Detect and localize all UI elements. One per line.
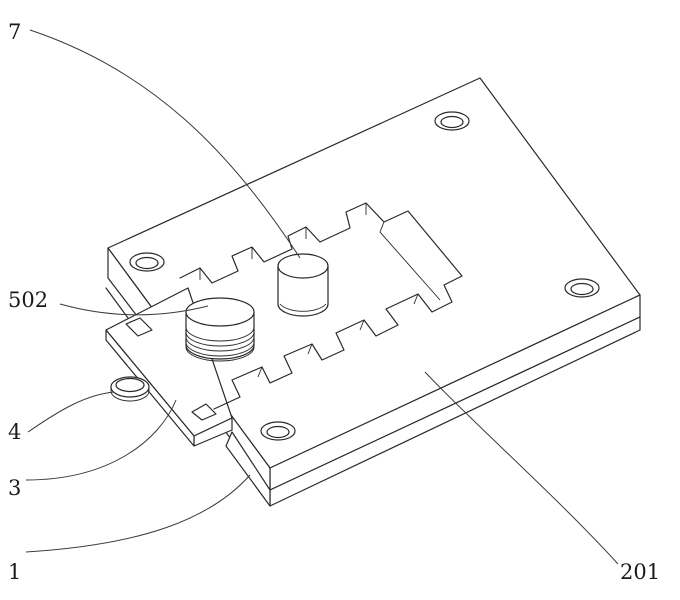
label-4: 4	[8, 420, 22, 444]
label-7: 7	[8, 20, 22, 44]
recess-channel	[179, 202, 463, 410]
label-502: 502	[8, 288, 49, 312]
label-1: 1	[8, 560, 22, 584]
bolt-holes	[129, 111, 600, 441]
cylinder-7	[277, 253, 329, 317]
ring-4	[110, 376, 150, 402]
label-3: 3	[8, 476, 22, 500]
leader-lines	[25, 29, 619, 565]
label-201: 201	[620, 560, 661, 584]
stacked-cylinder-502	[185, 297, 255, 362]
base-plate	[105, 287, 641, 507]
